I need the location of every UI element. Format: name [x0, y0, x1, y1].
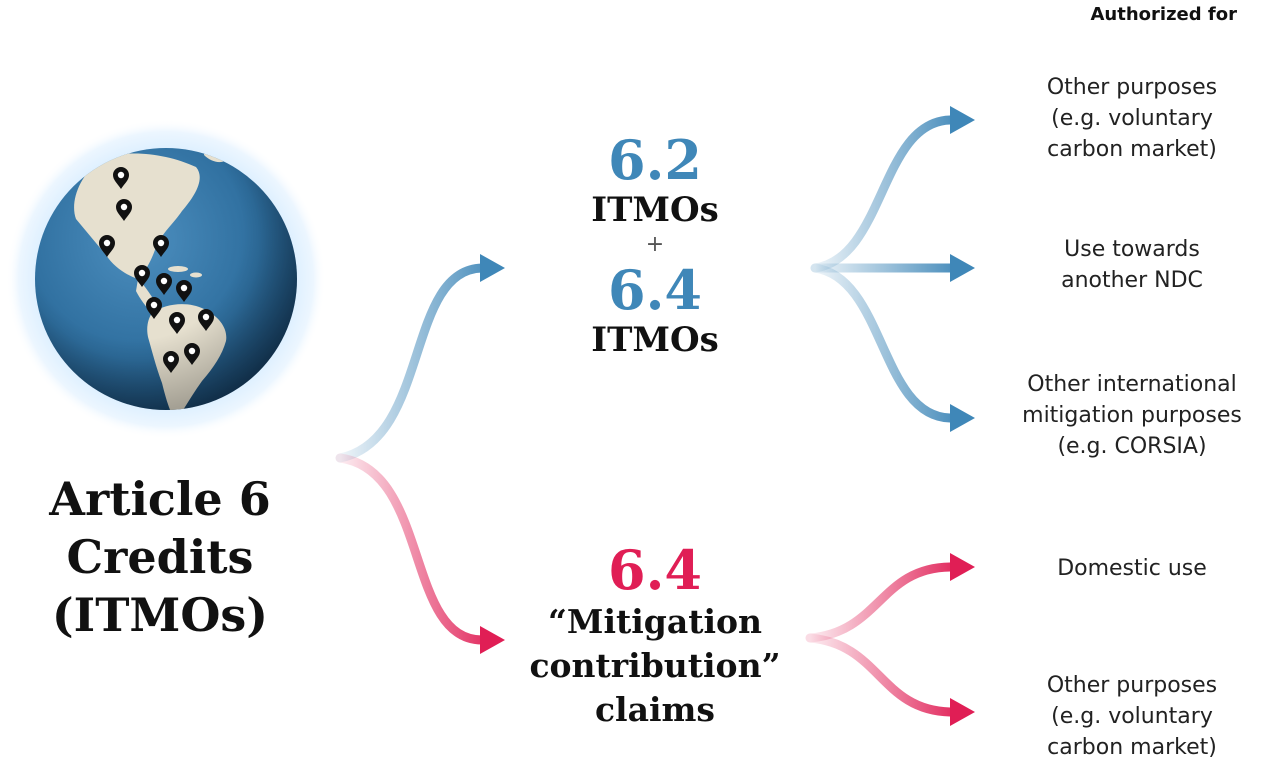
- destination-other-purposes-vcm: Other purposes (e.g. voluntary carbon ma…: [997, 72, 1267, 165]
- arrow-to-corresponding-adjustment: [335, 263, 487, 463]
- destination-line: Domestic use: [1057, 556, 1207, 581]
- article-6-4-red-code: 6.4: [608, 538, 702, 602]
- arrow-blue-3: [810, 263, 955, 423]
- arrowhead-blue-2: [950, 254, 975, 282]
- arrowhead-red-2: [950, 698, 975, 726]
- source-title: Article 6 Credits (ITMOs): [20, 470, 300, 644]
- corresponding-adjustment-block: 6.2 ITMOs + 6.4 ITMOs: [505, 130, 805, 360]
- source-title-line: (ITMOs): [51, 588, 269, 642]
- destination-international-mitigation: Other international mitigation purposes …: [997, 369, 1267, 462]
- destination-line: Other purposes: [1046, 75, 1218, 100]
- plus-sign: +: [645, 232, 665, 257]
- destination-line: (e.g. voluntary: [1051, 106, 1213, 131]
- destination-line: carbon market): [1047, 735, 1217, 760]
- destination-line: mitigation purposes: [1022, 403, 1242, 428]
- arrowhead-red-1: [950, 553, 975, 581]
- arrowhead-blue-1: [950, 106, 975, 134]
- arrow-to-mitigation-contribution: [335, 453, 487, 645]
- source-title-line: Article 6: [49, 472, 271, 526]
- destination-line: carbon market): [1047, 137, 1217, 162]
- destination-line: Other international: [1027, 372, 1237, 397]
- globe-icon: [6, 119, 326, 439]
- source-title-line: Credits: [66, 530, 254, 584]
- authorized-for-header: Authorized for: [1090, 4, 1238, 25]
- destination-domestic-use: Domestic use: [997, 553, 1267, 584]
- destination-line: another NDC: [1061, 268, 1203, 293]
- arrow-red-2: [805, 633, 955, 717]
- destination-line: (e.g. CORSIA): [1057, 434, 1207, 459]
- destination-other-purposes-vcm-red: Other purposes (e.g. voluntary carbon ma…: [997, 670, 1267, 763]
- arrowhead-blue-3: [950, 404, 975, 432]
- article-6-4-code: 6.4: [608, 258, 702, 322]
- arrow-blue-1: [810, 115, 955, 273]
- arrowhead-corresponding-adjustment: [480, 254, 505, 282]
- itmos-label: ITMOs: [591, 320, 719, 360]
- destination-line: (e.g. voluntary: [1051, 704, 1213, 729]
- destination-another-ndc: Use towards another NDC: [997, 234, 1267, 296]
- destination-line: Use towards: [1064, 237, 1200, 262]
- arrow-red-1: [805, 562, 955, 643]
- claims-line: “Mitigation: [547, 602, 763, 641]
- destination-line: Other purposes: [1046, 673, 1218, 698]
- article-6-2-code: 6.2: [608, 128, 702, 192]
- claims-line: contribution”: [529, 646, 781, 685]
- mitigation-contribution-block: 6.4 “Mitigation contribution” claims: [505, 540, 805, 732]
- itmos-label: ITMOs: [591, 190, 719, 230]
- arrowhead-mitigation-contribution: [480, 626, 505, 654]
- claims-line: claims: [594, 690, 716, 729]
